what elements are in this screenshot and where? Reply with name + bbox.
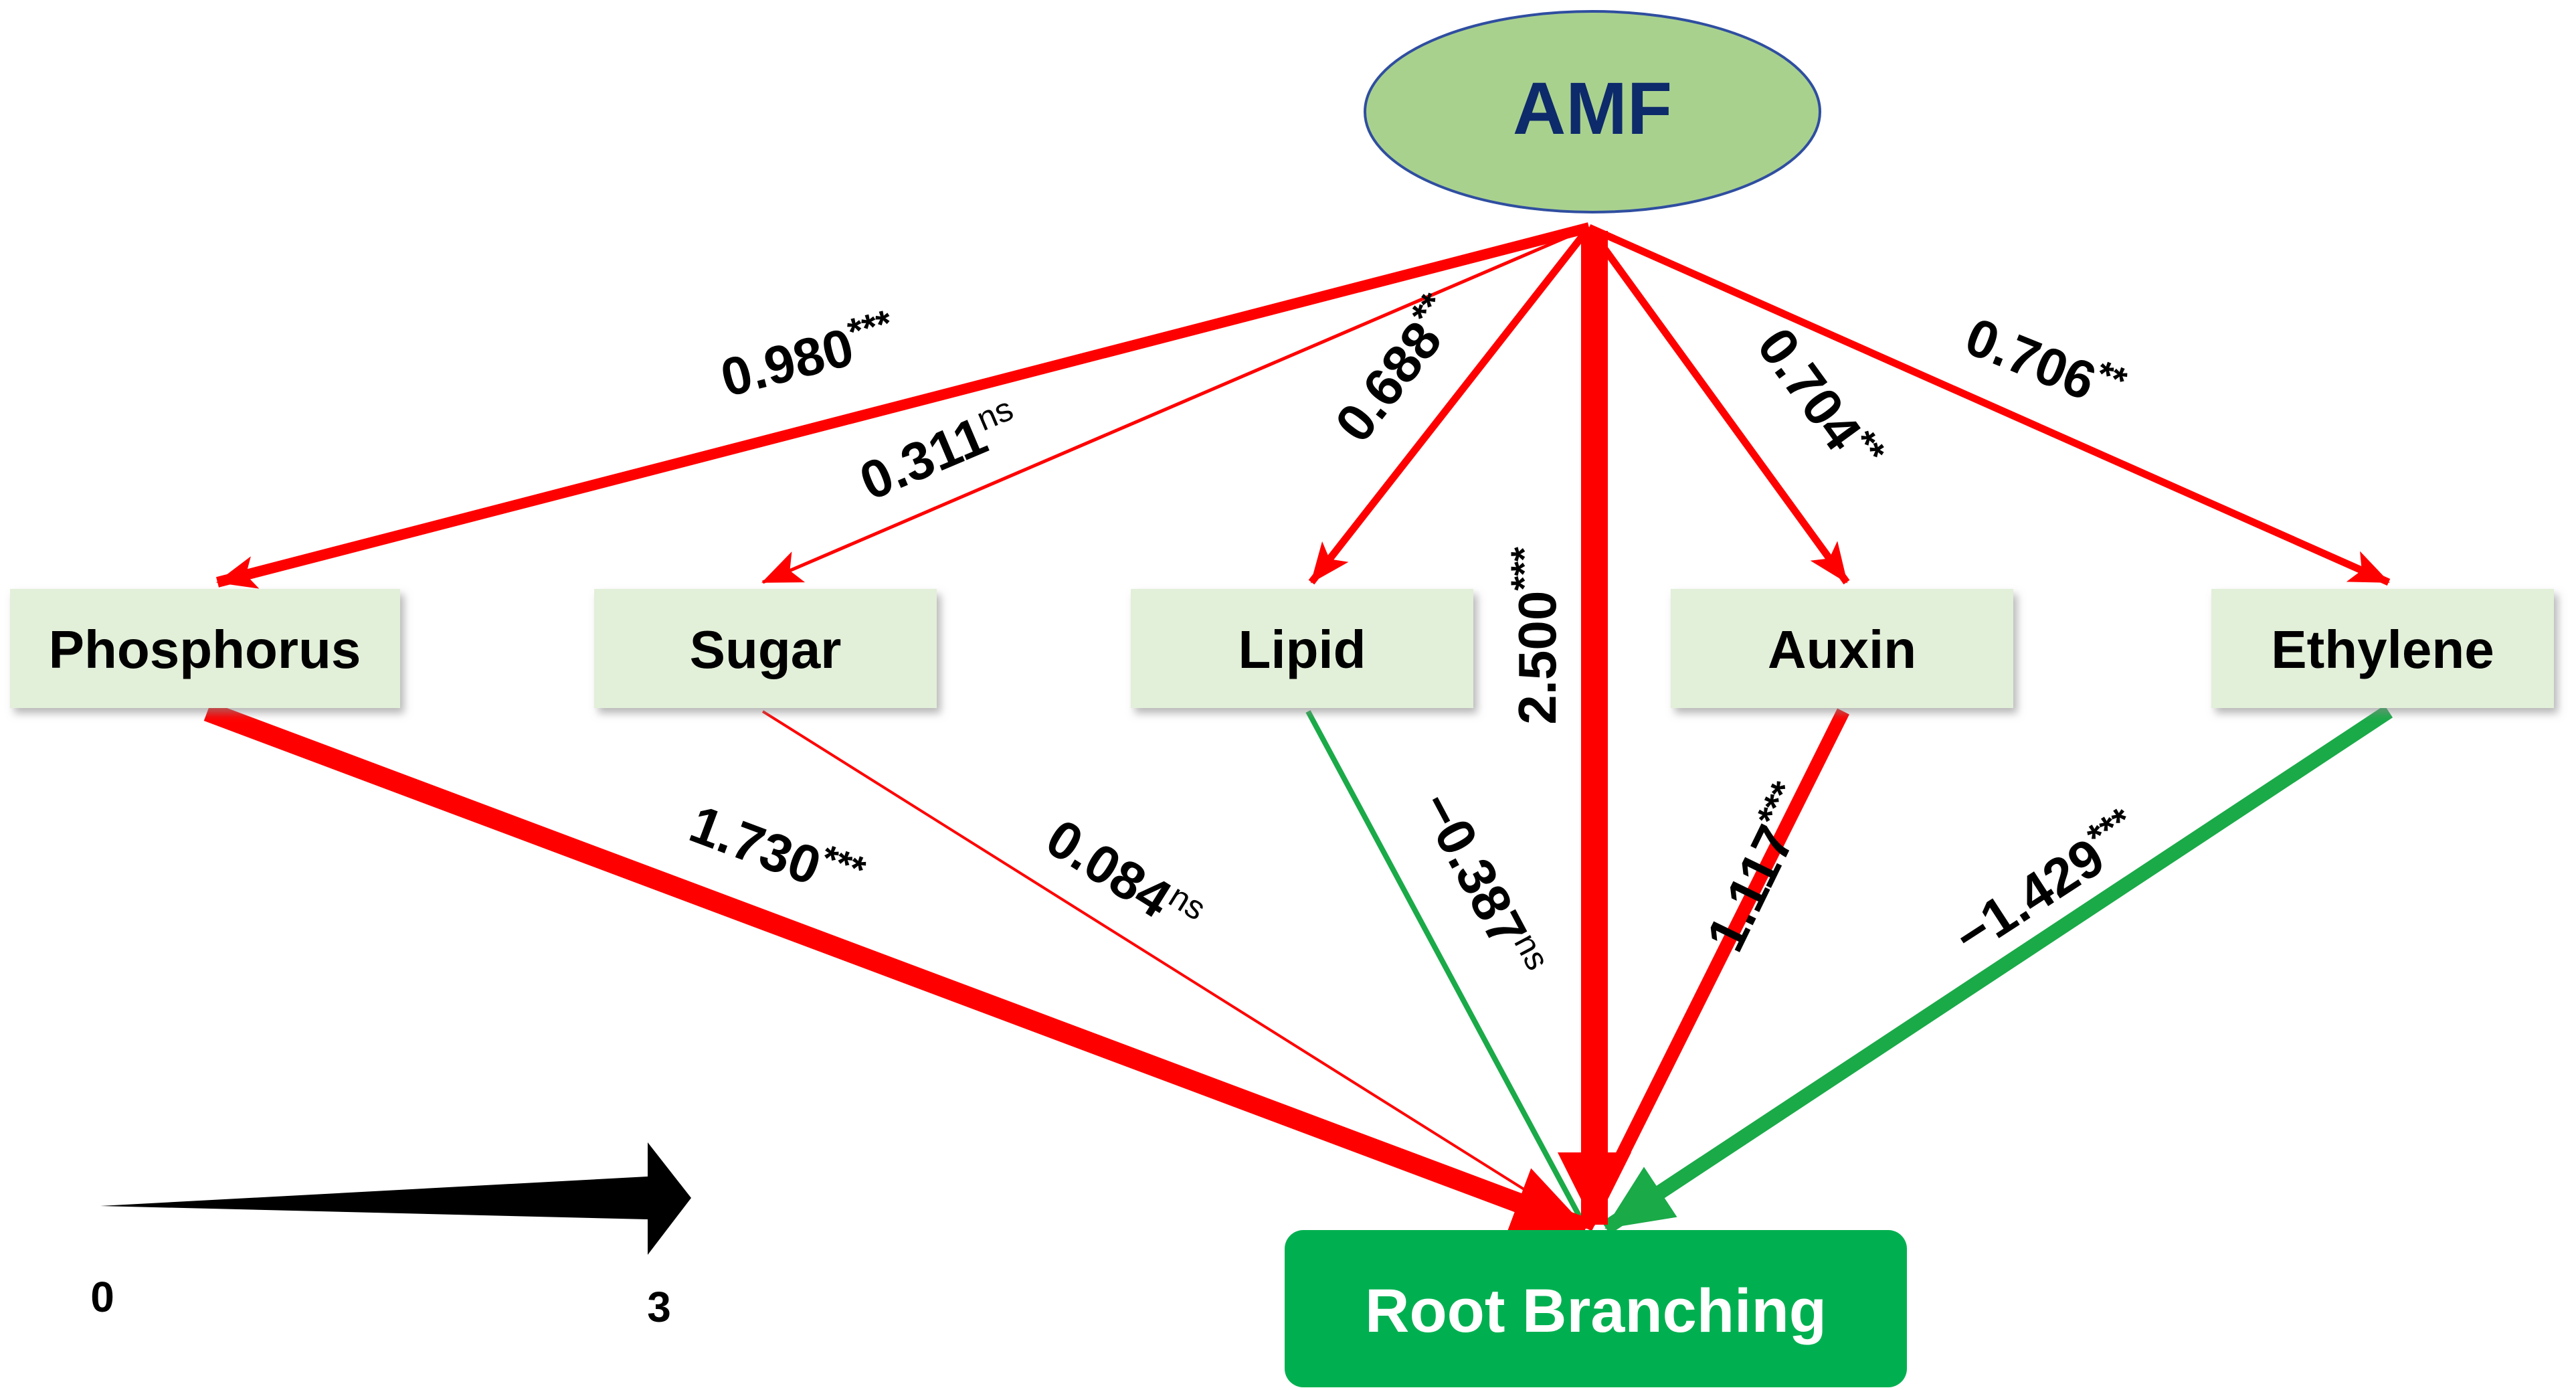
- node-phosphorus-label: Phosphorus: [49, 620, 361, 679]
- scale-min-label: 0: [90, 1273, 114, 1321]
- node-root-branching: Root Branching: [1285, 1230, 1907, 1387]
- node-ethylene-label: Ethylene: [2271, 620, 2494, 679]
- label-sugar-root: 0.084ns: [1036, 806, 1212, 948]
- node-sugar: [594, 589, 937, 708]
- node-phosphorus: [10, 589, 400, 708]
- edge-ethylene-root: [1601, 705, 2393, 1235]
- edge-lipid-root: [1305, 710, 1588, 1229]
- edge-amf-phosphorus: [215, 222, 1591, 589]
- node-amf-label: AMF: [1513, 68, 1672, 150]
- label-amf-phosphorus: 0.980***: [714, 301, 902, 408]
- node-amf: AMF: [1364, 10, 1821, 213]
- label-amf-root: 2.500***: [1503, 547, 1567, 725]
- node-auxin-label: Auxin: [1768, 620, 1916, 679]
- edge-amf-ethylene: [1587, 224, 2391, 586]
- label-lipid-root: −0.387ns: [1408, 781, 1557, 987]
- node-root-branching-label: Root Branching: [1365, 1277, 1827, 1345]
- edge-amf-auxin: [1586, 225, 1850, 585]
- edge-sugar-root: [761, 710, 1587, 1229]
- node-lipid: [1131, 589, 1473, 708]
- node-auxin: [1671, 589, 2013, 708]
- node-ethylene: [2211, 589, 2554, 708]
- node-sugar-label: Sugar: [690, 620, 842, 679]
- scale-max-label: 3: [647, 1283, 671, 1331]
- edge-phosphorus-root: [203, 701, 1590, 1238]
- label-amf-auxin: 0.704**: [1746, 315, 1894, 485]
- edge-amf-sugar: [761, 226, 1590, 584]
- scale-arrow: [100, 1142, 691, 1255]
- edge-amf-lipid: [1308, 225, 1592, 585]
- node-lipid-label: Lipid: [1238, 620, 1366, 679]
- edge-auxin-root: [1580, 708, 1849, 1231]
- scale-legend: 0 3: [90, 1142, 691, 1331]
